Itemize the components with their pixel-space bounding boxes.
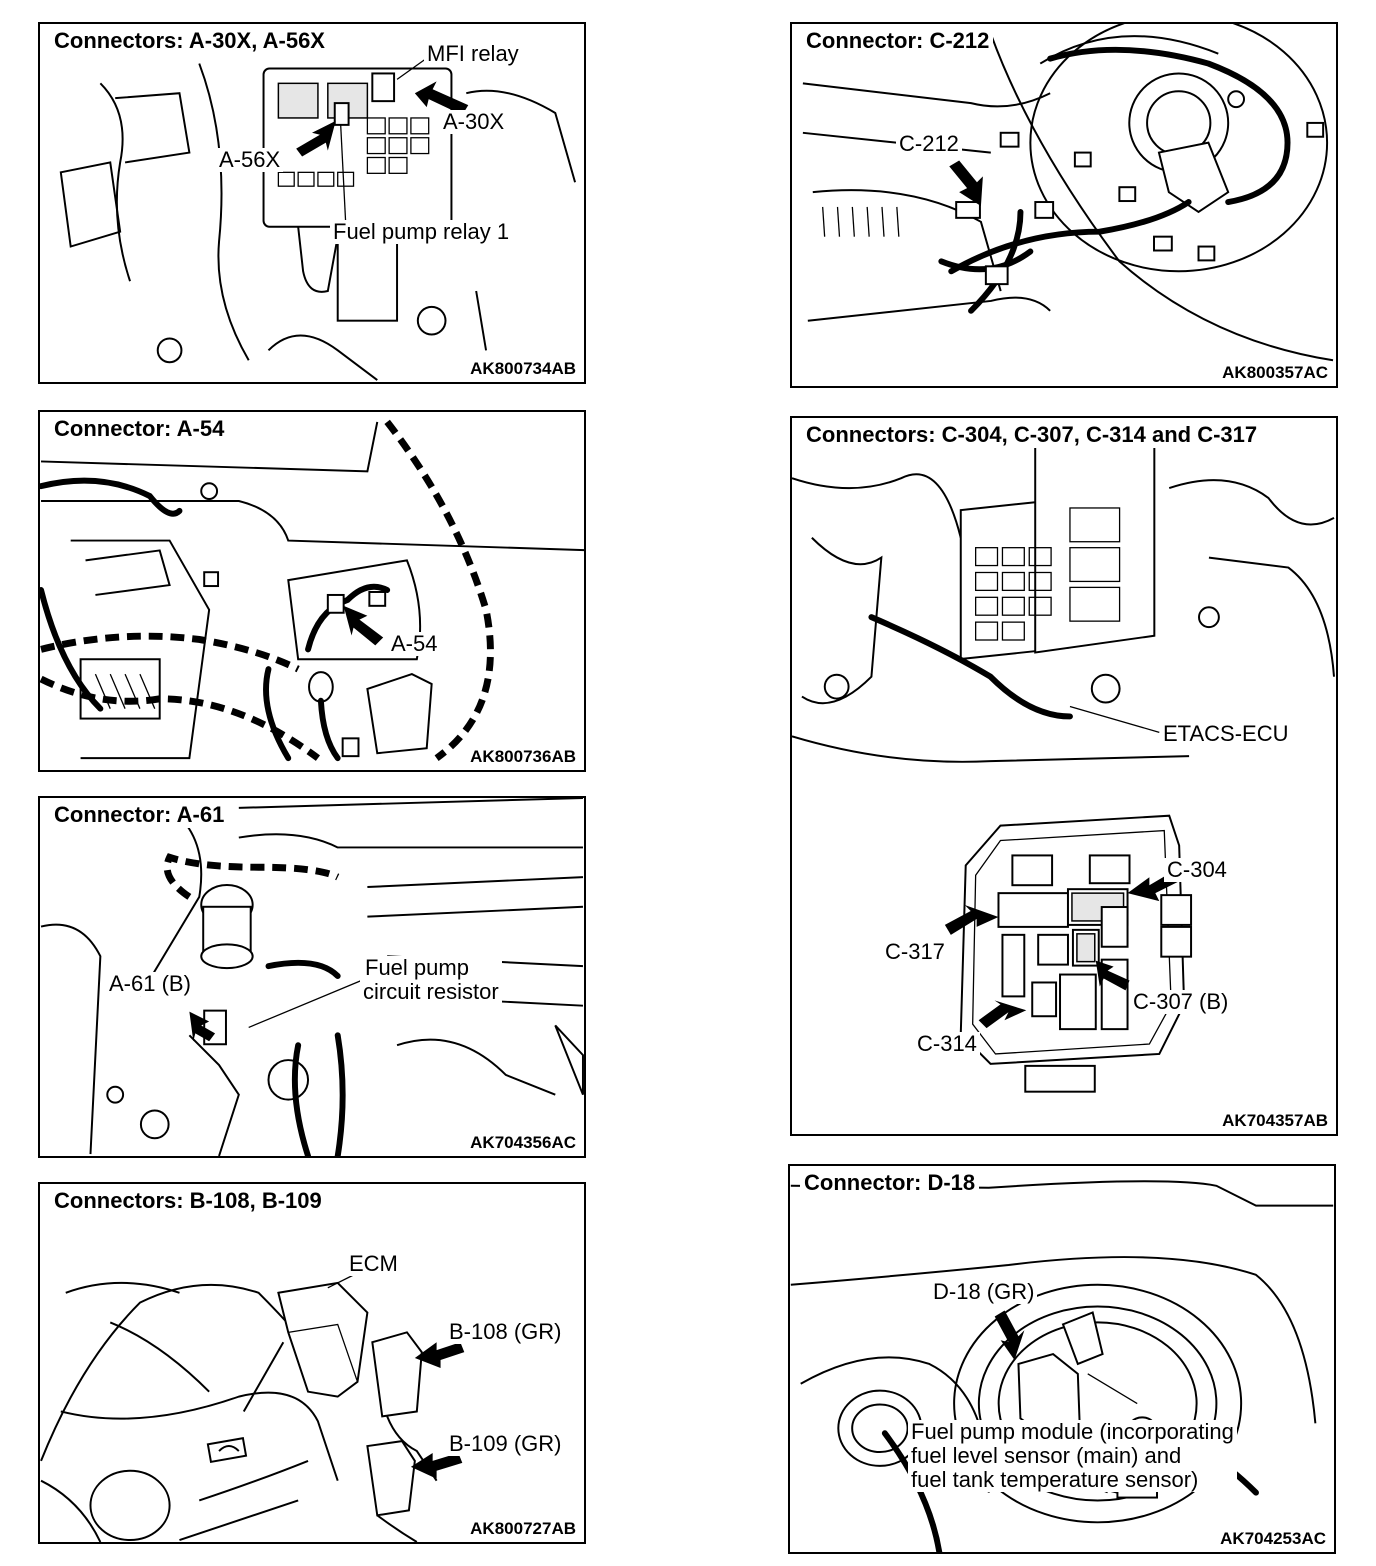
panel-c304-c307-c314-c317: Connectors: C-304, C-307, C-314 and C-31… (790, 416, 1338, 1136)
panel-title: Connector: C-212 (802, 28, 994, 54)
mfi-relay-label: MFI relay (424, 42, 522, 66)
fuel-pump-module-illustration (790, 1180, 1334, 1552)
figure-code: AK704356AC (468, 1133, 578, 1153)
a54-label: A-54 (388, 632, 441, 656)
figure-code: AK704357AB (1220, 1111, 1330, 1131)
b108-label: B-108 (GR) (446, 1320, 565, 1344)
figure-code: AK800736AB (468, 747, 578, 767)
figure-code: AK800734AB (468, 359, 578, 379)
module-label-line-1: Fuel pump module (incorporating (911, 1419, 1234, 1444)
etacs-ecu-label: ETACS-ECU (1160, 722, 1292, 746)
resistor-label-line-2: circuit resistor (363, 979, 499, 1004)
panel-c212: Connector: C-212 C-212 AK800357AC (790, 22, 1338, 388)
figure-code: AK800727AB (468, 1519, 578, 1539)
engine-bay-harness-illustration (40, 419, 584, 762)
a61-label: A-61 (B) (106, 972, 194, 996)
fuel-pump-module-label: Fuel pump module (incorporating fuel lev… (908, 1420, 1237, 1492)
panel-title: Connector: A-54 (50, 416, 229, 442)
steering-column-illustration (802, 24, 1334, 362)
d18-label: D-18 (GR) (930, 1280, 1038, 1304)
c317-label: C-317 (882, 940, 948, 964)
panel-title: Connectors: B-108, B-109 (50, 1188, 326, 1214)
panel-title: Connectors: C-304, C-307, C-314 and C-31… (802, 422, 1262, 448)
a56x-label: A-56X (216, 148, 284, 172)
module-label-line-3: fuel tank temperature sensor) (911, 1467, 1199, 1492)
panel-b108-b109: Connectors: B-108, B-109 ECM B-108 (GR) … (38, 1182, 586, 1544)
c212-label: C-212 (896, 132, 962, 156)
b109-label: B-109 (GR) (446, 1432, 565, 1456)
c314-label: C-314 (914, 1032, 980, 1056)
resistor-label-line-1: Fuel pump (365, 955, 469, 980)
panel-a30x-a56x: Connectors: A-30X, A-56X MFI relay A-30X… (38, 22, 586, 384)
c307-label: C-307 (B) (1130, 990, 1232, 1014)
panel-title: Connector: A-61 (50, 802, 229, 828)
module-label-line-2: fuel level sensor (main) and (911, 1443, 1182, 1468)
panel-d18: Connector: D-18 D-18 (GR) Fuel pump modu… (788, 1164, 1336, 1554)
figure-code: AK800357AC (1220, 363, 1330, 383)
panel-title: Connector: D-18 (800, 1170, 980, 1196)
c304-label: C-304 (1164, 858, 1230, 882)
panel-a61: Connector: A-61 A-61 (B) Fuel pump circu… (38, 796, 586, 1158)
a30x-label: A-30X (440, 110, 508, 134)
figure-code: AK704253AC (1218, 1529, 1328, 1549)
engine-bay-relay-box-illustration (59, 59, 577, 381)
ecm-label: ECM (346, 1252, 401, 1276)
panel-title: Connectors: A-30X, A-56X (50, 28, 329, 54)
etacs-ecu-illustration (792, 426, 1336, 1093)
fuel-pump-relay-label: Fuel pump relay 1 (330, 220, 513, 244)
panel-a54: Connector: A-54 A-54 AK800736AB (38, 410, 586, 772)
ecm-location-illustration (40, 1272, 465, 1542)
fuel-pump-circuit-resistor-label: Fuel pump circuit resistor (360, 956, 502, 1004)
